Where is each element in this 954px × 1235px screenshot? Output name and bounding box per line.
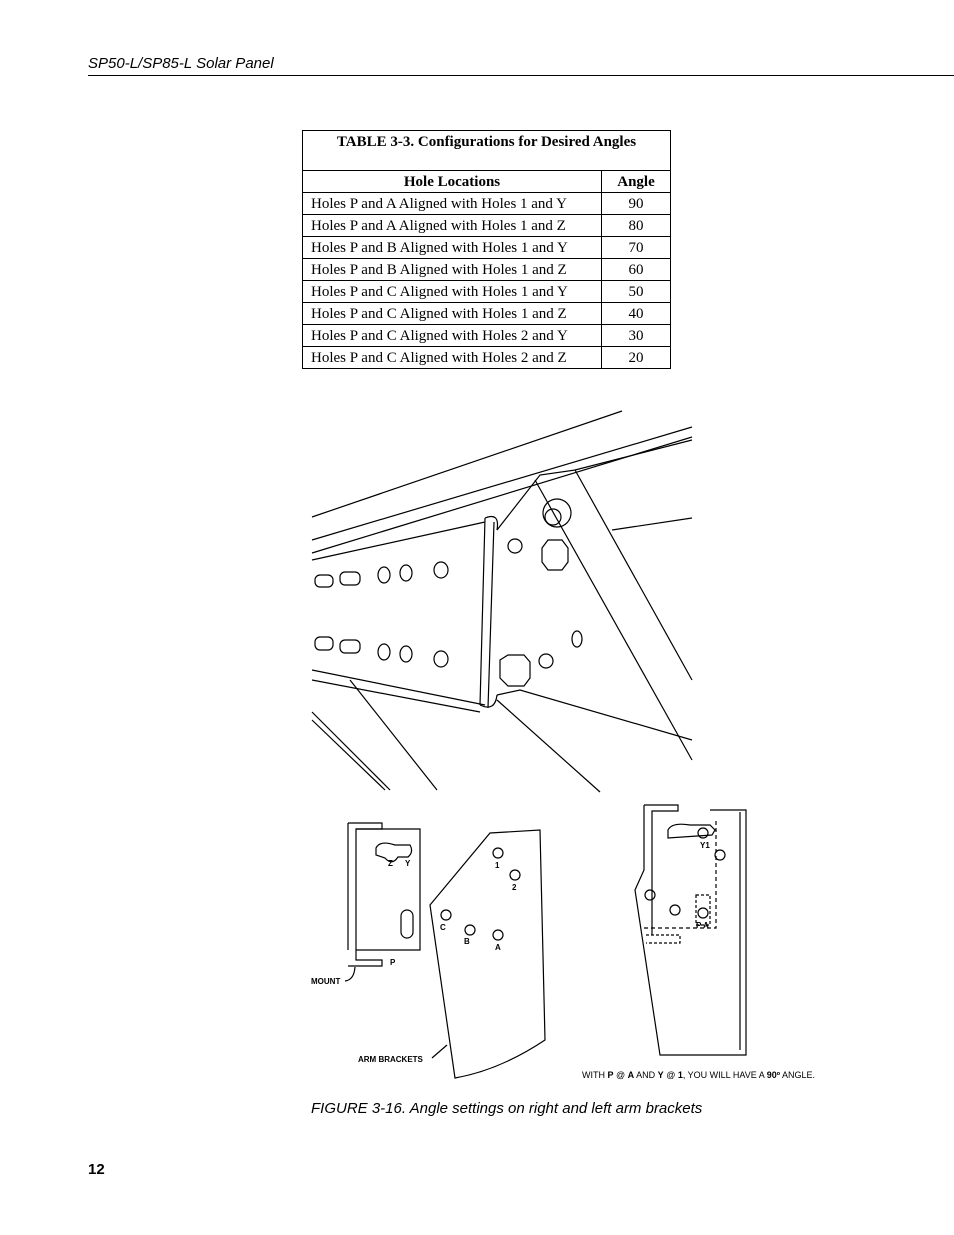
table-row: Holes P and C Aligned with Holes 1 and Z… (302, 302, 671, 325)
table-row: Holes P and A Aligned with Holes 1 and Y… (302, 192, 671, 215)
combined-bracket-drawing (634, 804, 747, 1056)
page-number: 12 (88, 1161, 105, 1178)
configurations-table: TABLE 3-3. Configurations for Desired An… (302, 130, 671, 369)
angle-note: WITH P @ A AND Y @ 1, YOU WILL HAVE A 90… (582, 1070, 815, 1080)
angle-cell: 40 (601, 302, 671, 325)
arm-bracket-figure: Z Y P MOUNT 1 2 C B A ARM BRACKETS Y1 P … (311, 410, 815, 1080)
hole-label-2: 2 (512, 883, 517, 892)
column-header-angle: Angle (601, 170, 671, 193)
hole-location-cell: Holes P and C Aligned with Holes 1 and Y (302, 280, 602, 303)
hole-location-cell: Holes P and B Aligned with Holes 1 and Z (302, 258, 602, 281)
running-header-title: SP50-L/SP85-L Solar Panel (88, 55, 274, 72)
mount-bracket-drawing (344, 822, 421, 982)
header-rule (88, 75, 954, 76)
angle-cell: 90 (601, 192, 671, 215)
angle-cell: 80 (601, 214, 671, 237)
table-row: Holes P and B Aligned with Holes 1 and Z… (302, 258, 671, 281)
figure-caption: FIGURE 3-16. Angle settings on right and… (311, 1100, 703, 1117)
hole-location-cell: Holes P and C Aligned with Holes 2 and Z (302, 346, 602, 369)
mount-label: MOUNT (311, 977, 340, 986)
table-row: Holes P and A Aligned with Holes 1 and Z… (302, 214, 671, 237)
hole-label-1: 1 (495, 861, 500, 870)
angle-cell: 60 (601, 258, 671, 281)
angle-cell: 50 (601, 280, 671, 303)
arm-bracket-drawing (429, 829, 546, 1079)
bracket-assembly-drawing (311, 410, 693, 793)
angle-cell: 70 (601, 236, 671, 259)
table-row: Holes P and C Aligned with Holes 2 and Z… (302, 346, 671, 369)
hole-label-y1: Y1 (700, 841, 710, 850)
table-row: Holes P and C Aligned with Holes 1 and Y… (302, 280, 671, 303)
hole-label-a: A (495, 943, 501, 952)
column-header-hole-locations: Hole Locations (302, 170, 602, 193)
arm-brackets-label: ARM BRACKETS (358, 1055, 424, 1064)
hole-label-c: C (440, 923, 446, 932)
hole-location-cell: Holes P and A Aligned with Holes 1 and Z (302, 214, 602, 237)
hole-label-pa: P A (696, 921, 709, 930)
hole-label-y: Y (405, 859, 411, 868)
hole-location-cell: Holes P and B Aligned with Holes 1 and Y (302, 236, 602, 259)
table-row: Holes P and B Aligned with Holes 1 and Y… (302, 236, 671, 259)
hole-label-b: B (464, 937, 470, 946)
table-caption: TABLE 3-3. Configurations for Desired An… (302, 130, 671, 171)
hole-location-cell: Holes P and C Aligned with Holes 2 and Y (302, 324, 602, 347)
angle-cell: 30 (601, 324, 671, 347)
hole-location-cell: Holes P and A Aligned with Holes 1 and Y (302, 192, 602, 215)
hole-label-z: Z (388, 859, 393, 868)
table-row: Holes P and C Aligned with Holes 2 and Y… (302, 324, 671, 347)
angle-cell: 20 (601, 346, 671, 369)
hole-label-p: P (390, 958, 396, 967)
hole-location-cell: Holes P and C Aligned with Holes 1 and Z (302, 302, 602, 325)
